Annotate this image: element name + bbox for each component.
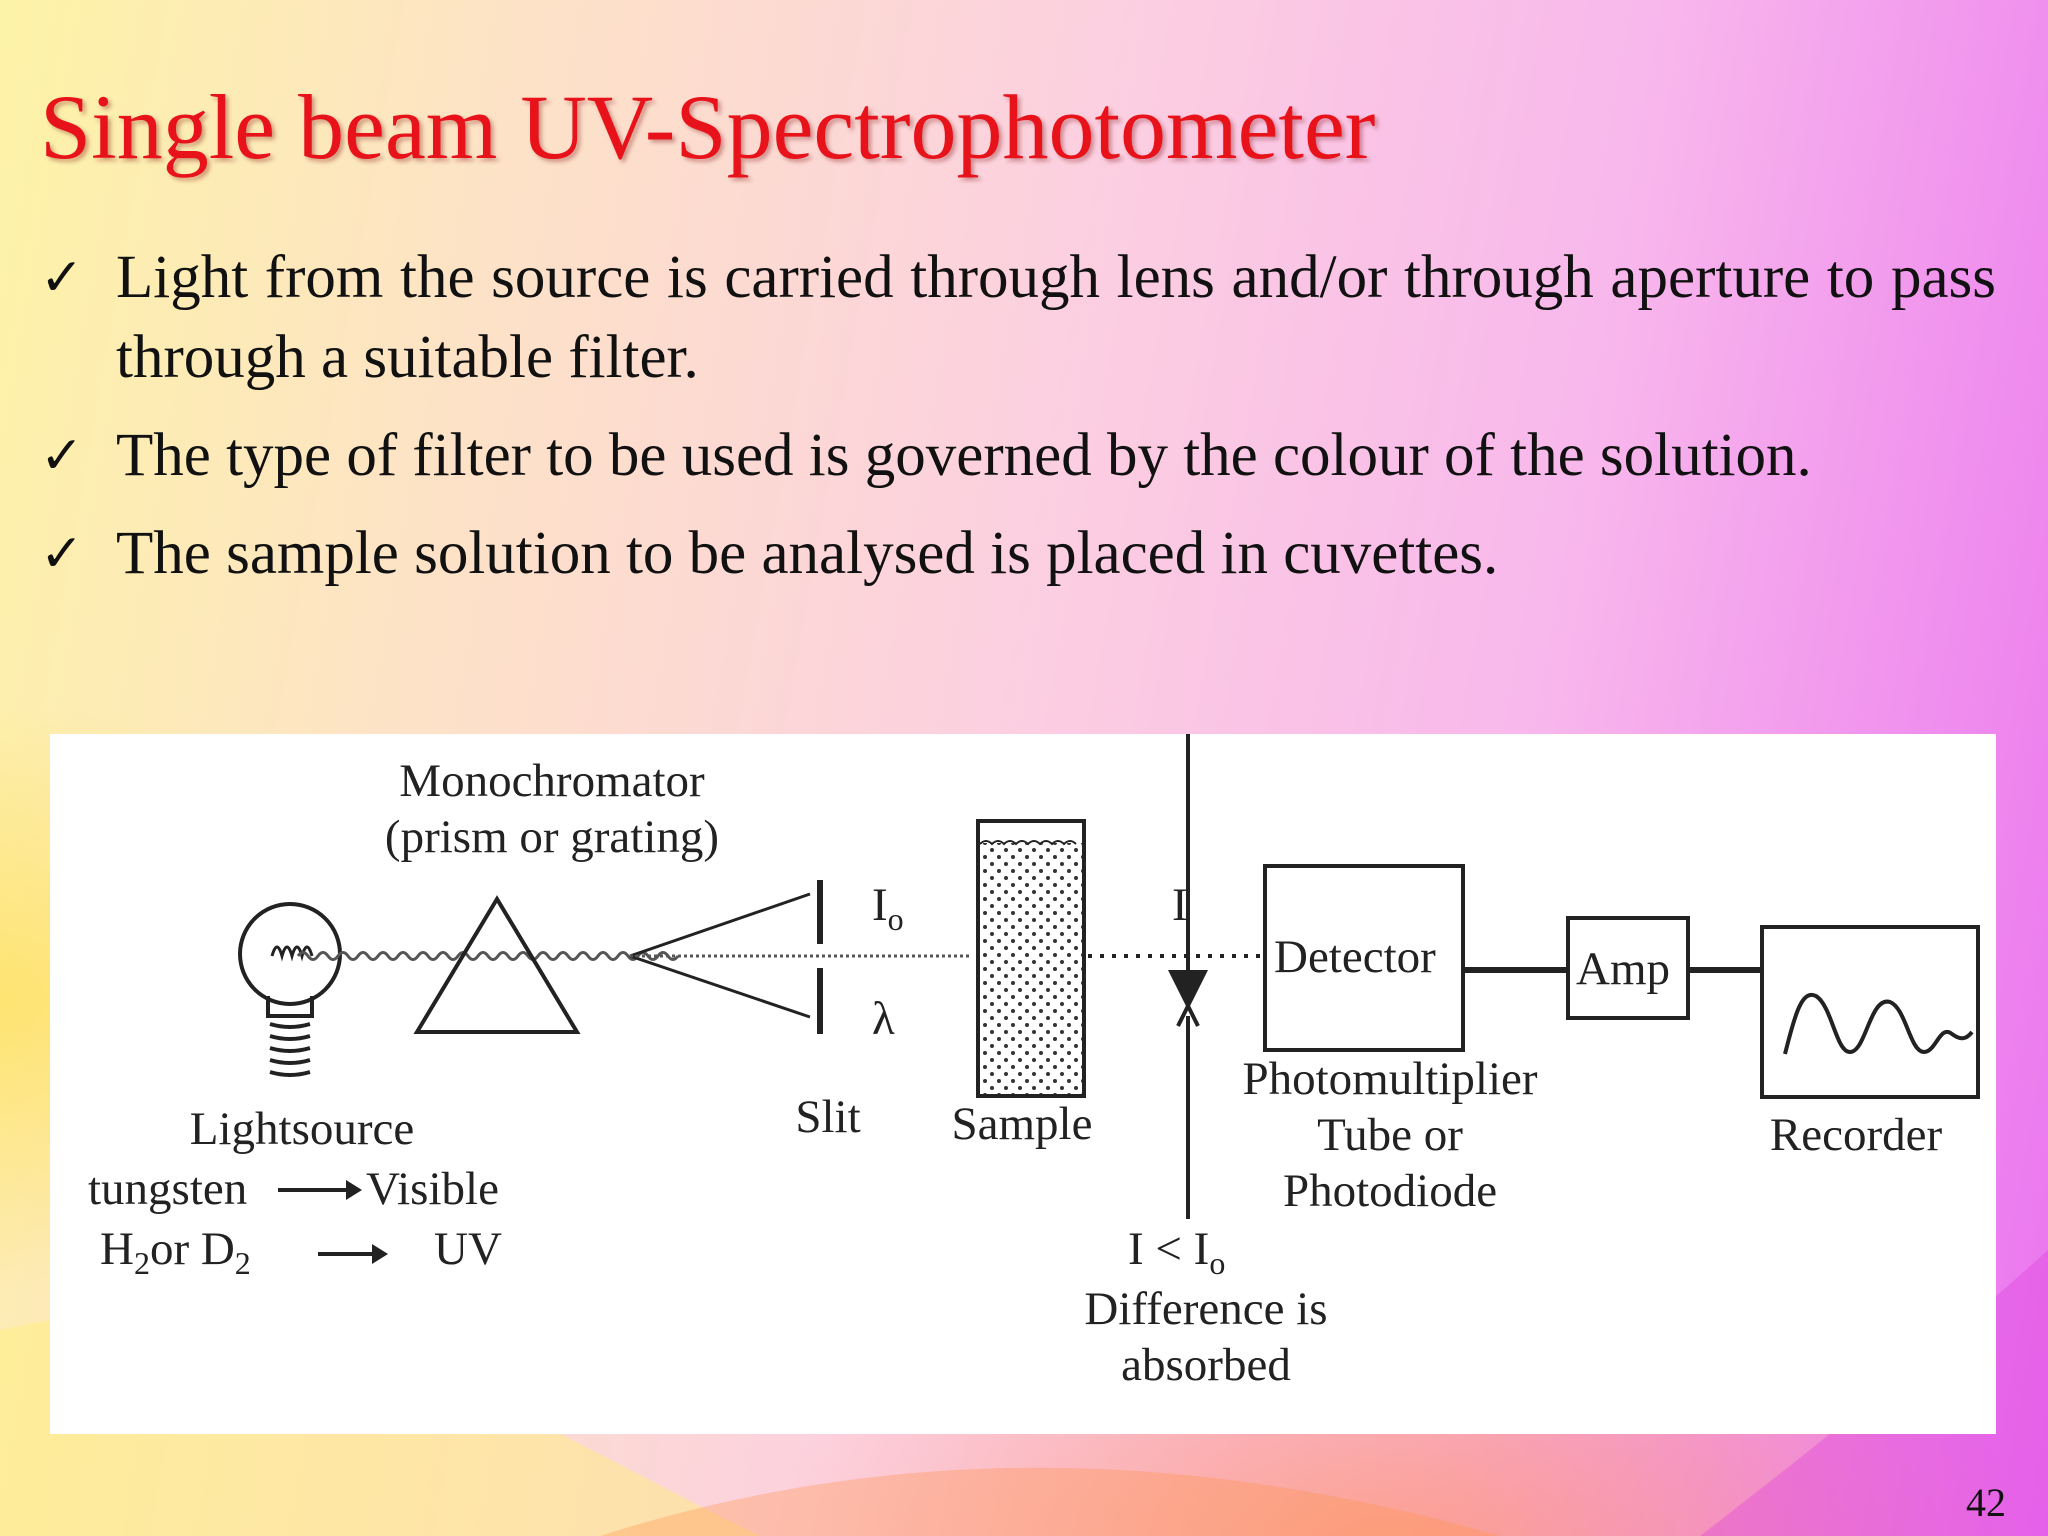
photomultiplier-label: Photomultiplier	[1242, 1053, 1537, 1105]
amp-label: Amp	[1576, 943, 1670, 995]
prism-icon	[413, 895, 581, 1034]
slit-label: Slit	[795, 1091, 860, 1143]
light-beam	[296, 951, 680, 961]
page-number: 42	[1966, 1480, 2006, 1525]
visible-label: Visible	[366, 1163, 499, 1215]
bullet-item: ✓ The sample solution to be analysed is …	[40, 514, 1996, 594]
detector-box	[1263, 864, 1465, 1052]
inequality-label: I < Io	[1128, 1223, 1225, 1281]
bullet-item: ✓ The type of filter to be used is gover…	[40, 416, 1996, 496]
difference-label: Difference is	[1084, 1283, 1327, 1335]
lambda-label: λ	[872, 993, 895, 1045]
recorder-label: Recorder	[1770, 1109, 1943, 1161]
lightbulb-icon	[238, 902, 342, 1077]
bullet-text: Light from the source is carried through…	[116, 244, 1996, 391]
bullet-list: ✓ Light from the source is carried throu…	[40, 238, 1996, 612]
arrow-head-icon	[1176, 1001, 1200, 1027]
intensity-label: I	[1172, 879, 1188, 931]
slide-title: Single beam UV-Spectrophotometer	[40, 76, 1376, 178]
absorbed-label: absorbed	[1121, 1339, 1291, 1391]
recorder-box	[1760, 925, 1980, 1099]
sample-label: Sample	[952, 1098, 1093, 1150]
detector-label: Detector	[1274, 931, 1436, 983]
photodiode-label: Photodiode	[1283, 1165, 1497, 1217]
tube-or-label: Tube or	[1317, 1109, 1463, 1161]
checkmark-icon: ✓	[40, 426, 84, 486]
bullet-item: ✓ Light from the source is carried throu…	[40, 238, 1996, 398]
spectrophotometer-diagram: Monochromator (prism or grating) Io λ I …	[50, 734, 1996, 1434]
tungsten-label: tungsten	[88, 1163, 247, 1215]
h2-d2-label: H2or D2	[100, 1223, 251, 1281]
bullet-text: The type of filter to be used is governe…	[116, 422, 1812, 489]
uv-label: UV	[434, 1223, 502, 1275]
diagram-canvas: Monochromator (prism or grating) Io λ I …	[88, 734, 1980, 1391]
checkmark-icon: ✓	[40, 248, 84, 308]
dispersed-light-fan	[629, 892, 970, 1019]
bullet-text: The sample solution to be analysed is pl…	[116, 520, 1499, 587]
i0-label: Io	[872, 879, 904, 937]
sample-cuvette	[976, 819, 1086, 1098]
absorption-trace	[1783, 992, 1974, 1055]
lightsource-label: Lightsource	[190, 1103, 415, 1155]
monochromator-label: Monochromator	[399, 755, 705, 807]
checkmark-icon: ✓	[40, 524, 84, 584]
monochromator-sublabel: (prism or grating)	[385, 811, 719, 863]
